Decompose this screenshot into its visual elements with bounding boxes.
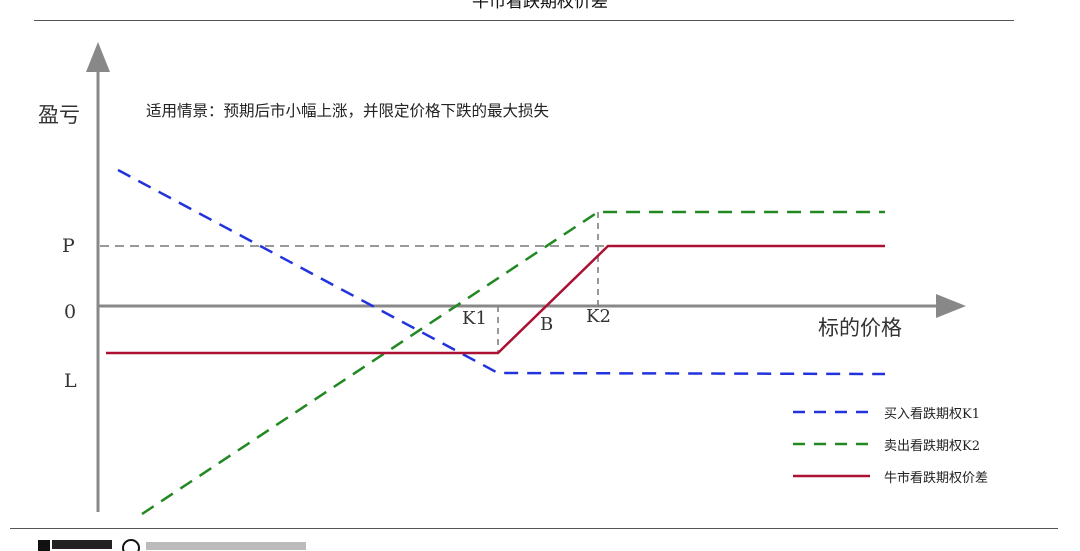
zero-label: 0 — [64, 301, 76, 323]
logo-icon — [38, 540, 50, 551]
x-axis-label: 标的价格 — [818, 316, 902, 340]
top-divider — [34, 20, 1014, 21]
scenario-annotation: 适用情景：预期后市小幅上涨，并限定价格下跌的最大损失 — [146, 102, 550, 120]
bottom-divider — [10, 528, 1058, 529]
legend-label-spread: 牛市看跌期权价差 — [884, 470, 988, 486]
legend-label-short-put: 卖出看跌期权K2 — [884, 438, 980, 454]
logo-wordmark — [52, 540, 112, 549]
k2-label: K2 — [586, 306, 611, 327]
l-label: L — [64, 370, 77, 392]
k1-label: K1 — [462, 308, 487, 329]
b-label: B — [540, 314, 553, 335]
page-title: 牛市看跌期权价差 — [472, 0, 608, 12]
legend: 买入看跌期权K1 卖出看跌期权K2 牛市看跌期权价差 — [793, 406, 988, 486]
long-put-k1-line — [117, 168, 886, 376]
y-axis-label: 盈亏 — [38, 103, 80, 127]
footer — [38, 537, 358, 551]
bull-put-spread-line — [106, 244, 885, 355]
circle-icon — [122, 539, 140, 551]
p-label: P — [62, 235, 75, 257]
legend-label-long-put: 买入看跌期权K1 — [884, 406, 980, 422]
footer-text-placeholder — [146, 542, 306, 550]
short-put-k2-line — [141, 210, 885, 516]
